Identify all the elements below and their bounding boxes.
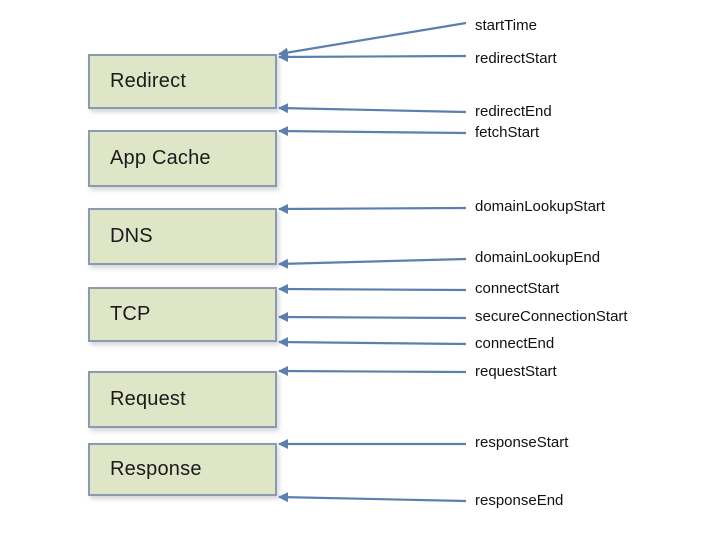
event-label-response-start: responseStart xyxy=(475,434,569,451)
phase-box-request: Request xyxy=(88,371,277,428)
phase-label-response: Response xyxy=(110,458,202,480)
event-label-secure-connection-start: secureConnectionStart xyxy=(475,308,628,325)
event-label-start-time: startTime xyxy=(475,17,537,34)
phase-box-redirect: Redirect xyxy=(88,54,277,109)
event-label-connect-end: connectEnd xyxy=(475,335,555,352)
arrow-response-end xyxy=(278,492,467,503)
arrow-fetch-start xyxy=(278,126,467,137)
arrow-connect-start xyxy=(278,284,467,295)
phase-box-dns: DNS xyxy=(88,208,277,265)
phase-label-dns: DNS xyxy=(110,225,153,247)
event-label-response-end: responseEnd xyxy=(475,492,564,509)
event-label-fetch-start: fetchStart xyxy=(475,124,540,141)
arrow-domain-lookup-start xyxy=(278,203,467,214)
phase-box-response: Response xyxy=(88,443,277,496)
event-label-domain-lookup-start: domainLookupStart xyxy=(475,198,606,215)
arrow-start-time xyxy=(278,21,467,58)
arrow-request-start xyxy=(278,366,467,377)
arrow-connect-end xyxy=(278,337,467,348)
event-label-request-start: requestStart xyxy=(475,363,557,380)
phase-label-tcp: TCP xyxy=(110,303,151,325)
phase-box-app-cache: App Cache xyxy=(88,130,277,187)
event-label-domain-lookup-end: domainLookupEnd xyxy=(475,249,601,266)
event-label-redirect-start: redirectStart xyxy=(475,50,557,67)
phase-box-tcp: TCP xyxy=(88,287,277,342)
phase-label-app-cache: App Cache xyxy=(110,147,211,169)
phase-label-redirect: Redirect xyxy=(110,70,187,92)
phase-label-request: Request xyxy=(110,388,186,410)
arrow-redirect-start xyxy=(278,51,467,62)
arrow-secure-connection-start xyxy=(278,312,467,323)
arrow-domain-lookup-end xyxy=(278,257,467,269)
event-label-redirect-end: redirectEnd xyxy=(475,103,552,120)
arrow-redirect-end xyxy=(278,103,467,114)
event-label-connect-start: connectStart xyxy=(475,280,560,297)
